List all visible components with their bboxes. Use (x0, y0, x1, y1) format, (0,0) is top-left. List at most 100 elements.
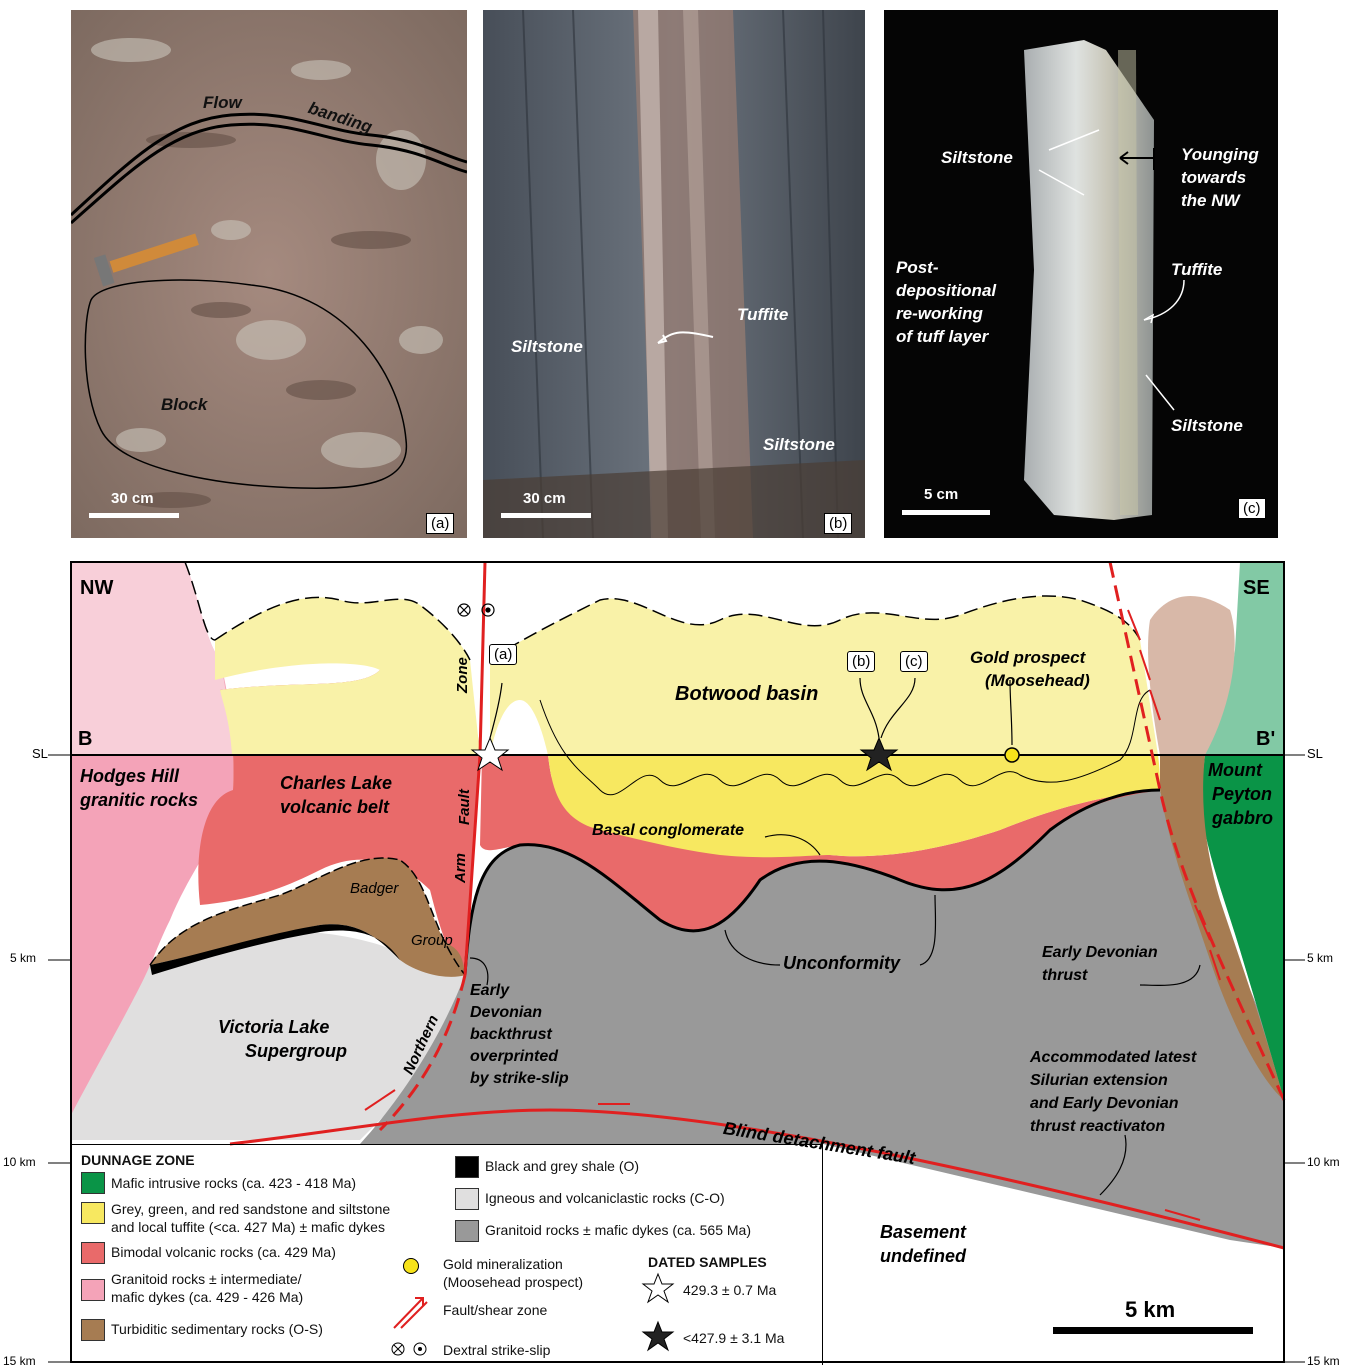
group-label: Group (411, 932, 453, 949)
legend-gold-2: (Moosehead prospect) (443, 1274, 583, 1291)
scale-bar-b (501, 513, 591, 518)
scale-bar-c (902, 510, 990, 515)
black-star-legend-icon (641, 1320, 675, 1352)
photo-c: Siltstone Younging towards the NW Post- … (884, 10, 1278, 538)
legend: DUNNAGE ZONE Mafic intrusive rocks (ca. … (71, 1144, 823, 1365)
legend-swatch-0 (81, 1172, 105, 1194)
hodges-label-2: granitic rocks (80, 790, 198, 811)
legend-text-7: Granitoid rocks ± mafic dykes (ca. 565 M… (485, 1222, 751, 1239)
victoria-label-1: Victoria Lake (218, 1017, 329, 1038)
accom-label-2: Silurian extension (1030, 1072, 1168, 1090)
depth-15-right: 15 km (1307, 1354, 1340, 1368)
scale-text-c: 5 cm (924, 486, 958, 503)
gold-prospect-marker (1005, 748, 1019, 762)
post-line1: Post- (896, 258, 939, 278)
gold-label-2: (Moosehead) (985, 671, 1090, 691)
basement-label-2: undefined (880, 1246, 966, 1267)
scale-text-a: 30 cm (111, 490, 154, 507)
ed-thrust-label-1: Early Devonian (1042, 944, 1158, 962)
depth-10-right: 10 km (1307, 1155, 1340, 1169)
early-label-4: overprinted (470, 1048, 558, 1066)
fault-zone-label-zone: Zone (454, 657, 471, 693)
fault-zone-label-arm: Arm (452, 853, 469, 883)
photo-a-texture (71, 10, 467, 538)
legend-text-2: Bimodal volcanic rocks (ca. 429 Ma) (111, 1244, 336, 1261)
tuffite-label-b: Tuffite (737, 305, 788, 325)
legend-text-3b: mafic dykes (ca. 429 - 426 Ma) (111, 1289, 303, 1306)
panel-tag-a: (a) (426, 513, 454, 534)
legend-fault: Fault/shear zone (443, 1302, 547, 1319)
legend-swatch-6 (455, 1188, 479, 1210)
depth-5-right: 5 km (1307, 951, 1333, 965)
depth-5-left: 5 km (10, 951, 36, 965)
tuffite-label-c: Tuffite (1171, 260, 1222, 280)
early-label-3: backthrust (470, 1026, 552, 1044)
badger-label: Badger (350, 880, 398, 897)
victoria-label-2: Supergroup (245, 1041, 347, 1062)
legend-swatch-1 (81, 1202, 105, 1224)
white-star-legend-icon (641, 1272, 675, 1304)
dextral-legend-icon (389, 1340, 429, 1358)
legend-gold-1: Gold mineralization (443, 1256, 563, 1273)
legend-white-star: 429.3 ± 0.7 Ma (683, 1282, 776, 1299)
fault-legend-icon (389, 1294, 429, 1330)
legend-swatch-5 (455, 1156, 479, 1178)
fault-zone-label-fault: Fault (456, 789, 473, 825)
legend-black-star: <427.9 ± 3.1 Ma (683, 1330, 784, 1347)
siltstone-label-b1: Siltstone (511, 337, 583, 357)
depth-10-left: 10 km (3, 1155, 36, 1169)
younging-line1: Younging (1181, 145, 1259, 165)
basement-label-1: Basement (880, 1222, 966, 1243)
section-tag-c: (c) (900, 651, 928, 672)
legend-text-5: Black and grey shale (O) (485, 1158, 639, 1175)
gold-label-1: Gold prospect (970, 648, 1085, 668)
charles-label-2: volcanic belt (280, 797, 389, 818)
early-label-2: Devonian (470, 1004, 542, 1022)
se-label: SE (1243, 577, 1270, 600)
mount-label-1: Mount (1208, 760, 1262, 781)
botwood-label: Botwood basin (675, 683, 818, 706)
panel-tag-c: (c) (1238, 498, 1266, 519)
ed-thrust-label-2: thrust (1042, 967, 1087, 985)
legend-text-1: Grey, green, and red sandstone and silts… (111, 1201, 390, 1218)
legend-title: DUNNAGE ZONE (81, 1152, 195, 1169)
accom-label-3: and Early Devonian (1030, 1095, 1179, 1113)
dated-samples-title: DATED SAMPLES (648, 1254, 767, 1271)
early-label-1: Early (470, 982, 509, 1000)
legend-swatch-3 (81, 1279, 105, 1301)
sl-right-label: SL (1307, 746, 1323, 761)
younging-line3: the NW (1181, 191, 1240, 211)
legend-text-1b: and local tuffite (<ca. 427 Ma) ± mafic … (111, 1219, 385, 1236)
block-label: Block (161, 395, 207, 415)
photo-b-texture (483, 10, 865, 538)
section-scale-bar (1053, 1327, 1253, 1334)
siltstone-label-b2: Siltstone (763, 435, 835, 455)
panel-tag-b: (b) (824, 513, 852, 534)
legend-dextral: Dextral strike-slip (443, 1342, 550, 1359)
legend-swatch-4 (81, 1319, 105, 1341)
siltstone-label-c1: Siltstone (941, 148, 1013, 168)
legend-text-6: Igneous and volcaniclastic rocks (C-O) (485, 1190, 725, 1207)
gold-legend-icon (403, 1258, 419, 1274)
photo-a: Flow banding Block 30 cm (a) (71, 10, 467, 538)
section-tag-a: (a) (489, 644, 517, 665)
accom-label-4: thrust reactivaton (1030, 1118, 1165, 1136)
legend-swatch-2 (81, 1242, 105, 1264)
charles-label-1: Charles Lake (280, 773, 392, 794)
hodges-label-1: Hodges Hill (80, 766, 179, 787)
section-scale-text: 5 km (1125, 1297, 1175, 1323)
scale-text-b: 30 cm (523, 490, 566, 507)
post-line4: of tuff layer (896, 327, 988, 347)
scale-bar-a (89, 513, 179, 518)
legend-text-0: Mafic intrusive rocks (ca. 423 - 418 Ma) (111, 1175, 356, 1192)
post-line3: re-working (896, 304, 983, 324)
sl-left-label: SL (32, 746, 48, 761)
legend-swatch-7 (455, 1220, 479, 1242)
post-line2: depositional (896, 281, 996, 301)
flow-label: Flow (203, 93, 242, 113)
legend-text-4: Turbiditic sedimentary rocks (O-S) (111, 1321, 323, 1338)
depth-15-left: 15 km (3, 1354, 36, 1368)
b-right-label: B' (1256, 728, 1275, 751)
b-left-label: B (78, 728, 92, 751)
mount-label-2: Peyton (1212, 784, 1272, 805)
